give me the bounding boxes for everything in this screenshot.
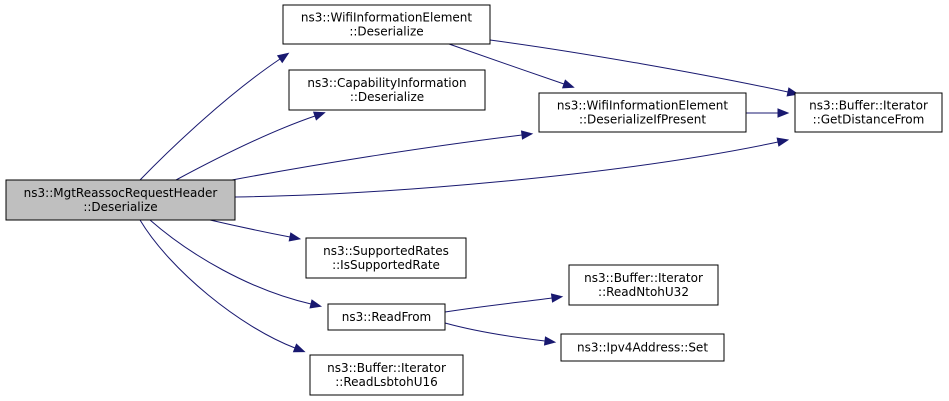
node-box[interactable] (568, 264, 719, 306)
node-label-line: ns3::ReadFrom (342, 310, 431, 324)
edge-root-to-wie_ifpresent (231, 130, 534, 181)
node-box[interactable] (794, 92, 943, 133)
node-label-line: ::ReadNtohU32 (598, 285, 689, 299)
edge-line (139, 58, 281, 181)
node-box[interactable] (305, 237, 467, 279)
edge-root-to-readfrom (149, 219, 323, 309)
edge-root-to-supported_rate (209, 219, 302, 242)
edge-wie_deser-to-wie_ifpresent (448, 43, 575, 89)
node-read-lsb[interactable]: ns3::Buffer::Iterator::ReadLsbtohU16 (309, 354, 464, 396)
node-label-line: ::IsSupportedRate (332, 258, 440, 272)
edges-layer (139, 39, 800, 353)
node-readfrom[interactable]: ns3::ReadFrom (327, 303, 446, 331)
node-label-line: ns3::Buffer::Iterator (809, 99, 928, 113)
node-supported-rate[interactable]: ns3::SupportedRates::IsSupportedRate (305, 237, 467, 279)
node-label-line: ::Deserialize (350, 90, 424, 104)
node-box[interactable] (538, 92, 747, 133)
node-box[interactable] (560, 333, 725, 362)
node-buf-distance[interactable]: ns3::Buffer::Iterator::GetDistanceFrom (794, 92, 943, 133)
node-label-line: ns3::Buffer::Iterator (584, 271, 703, 285)
node-ipv4-set[interactable]: ns3::Ipv4Address::Set (560, 333, 725, 362)
edge-arrowhead (777, 108, 790, 118)
node-label-line: ns3::WifiInformationElement (557, 99, 729, 113)
edge-arrowhead (292, 343, 306, 353)
edge-root-to-buf_distance (234, 137, 790, 198)
node-wie-ifpresent[interactable]: ns3::WifiInformationElement::Deserialize… (538, 92, 747, 133)
edge-root-to-cap_deser (175, 111, 326, 181)
nodes-layer: ns3::MgtReassocRequestHeader::Deserializ… (5, 4, 943, 396)
edge-arrowhead (550, 293, 564, 303)
node-label-line: ::Deserialize (83, 200, 157, 214)
edge-arrowhead (776, 137, 790, 147)
edge-root-to-wie_deser (139, 52, 290, 181)
node-label-line: ::ReadLsbtohU16 (335, 375, 438, 389)
node-box[interactable] (309, 354, 464, 396)
edge-arrowhead (288, 232, 302, 242)
node-label-line: ns3::MgtReassocRequestHeader (24, 186, 218, 200)
edge-line (444, 322, 546, 342)
node-root[interactable]: ns3::MgtReassocRequestHeader::Deserializ… (5, 179, 236, 221)
node-label-line: ::DeserializeIfPresent (579, 113, 706, 127)
node-label-line: ns3::Ipv4Address::Set (577, 341, 708, 355)
node-label-line: ns3::SupportedRates (323, 244, 449, 258)
edge-readfrom-to-read_ntoh (444, 293, 564, 313)
edge-wie_ifpresent-to-buf_distance (746, 108, 790, 118)
edge-arrowhead (520, 130, 534, 140)
node-cap-deser[interactable]: ns3::CapabilityInformation::Deserialize (288, 69, 486, 111)
edge-line (448, 43, 565, 85)
node-wie-deser[interactable]: ns3::WifiInformationElement::Deserialize (282, 4, 491, 45)
edge-line (231, 134, 523, 181)
edge-arrowhead (561, 79, 575, 89)
edge-line (489, 39, 789, 93)
edge-line (175, 115, 316, 181)
node-label-line: ::Deserialize (349, 25, 423, 39)
edge-readfrom-to-ipv4_set (444, 322, 557, 346)
edge-line (444, 297, 553, 313)
edge-arrowhead (312, 111, 326, 121)
node-box[interactable] (288, 69, 486, 111)
edge-line (209, 219, 291, 238)
node-box[interactable] (327, 303, 446, 331)
node-read-ntoh[interactable]: ns3::Buffer::Iterator::ReadNtohU32 (568, 264, 719, 306)
node-label-line: ns3::CapabilityInformation (307, 76, 466, 90)
node-label-line: ns3::Buffer::Iterator (327, 361, 446, 375)
node-box[interactable] (282, 4, 491, 45)
edge-line (234, 141, 779, 198)
node-box[interactable] (5, 179, 236, 221)
edge-line (139, 219, 296, 349)
edge-arrowhead (309, 299, 323, 309)
edge-arrowhead (276, 52, 290, 64)
edge-line (149, 219, 312, 305)
edge-wie_deser-to-buf_distance (489, 39, 800, 97)
edge-root-to-read_lsb (139, 219, 306, 353)
node-label-line: ns3::WifiInformationElement (301, 11, 473, 25)
edge-arrowhead (543, 336, 557, 346)
node-label-line: ::GetDistanceFrom (813, 113, 925, 127)
